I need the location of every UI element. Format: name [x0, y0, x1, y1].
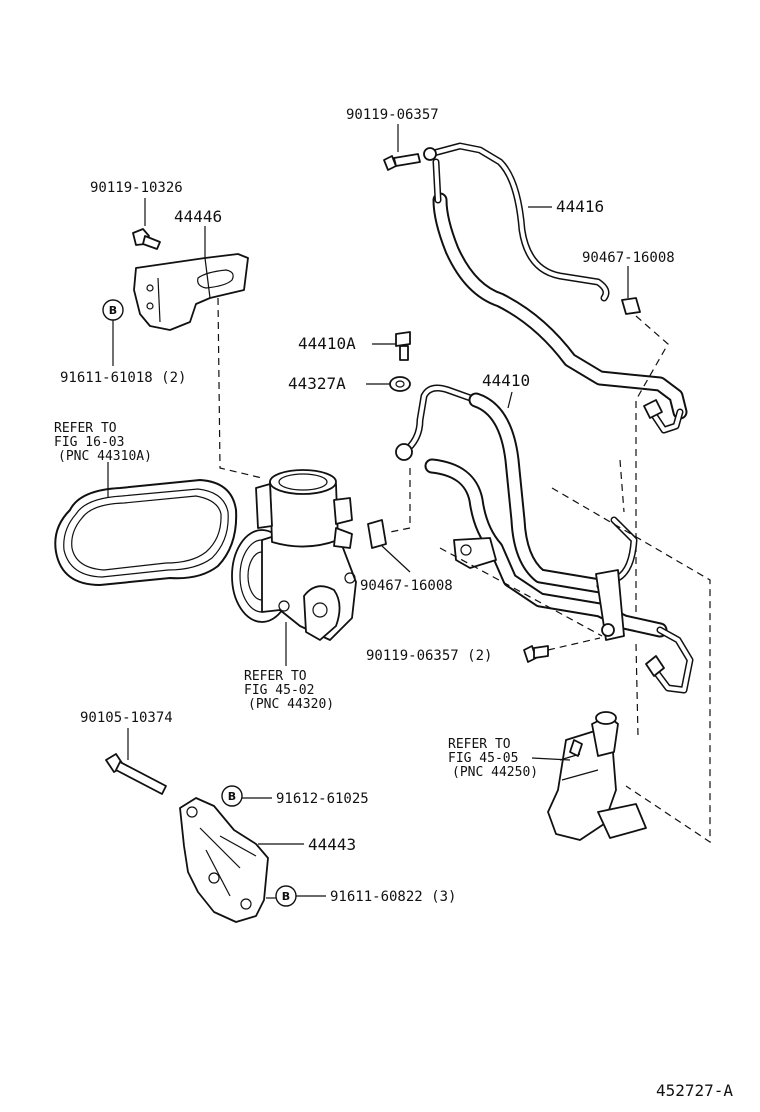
label-90119-10326: 90119-10326	[90, 180, 183, 196]
label-90119-06357-pair: 90119-06357 (2)	[366, 648, 492, 664]
marker-b-91611-60822: B	[275, 885, 297, 907]
clamp-90467-16008-upper	[621, 297, 641, 315]
label-44443: 44443	[308, 835, 356, 854]
label-refer-45-05-line3: (PNC 44250)	[452, 765, 538, 780]
bolt-90119-06357	[383, 147, 437, 171]
bolt-90119-10326	[132, 228, 161, 250]
label-91612-61025: 91612-61025	[276, 791, 369, 807]
label-90119-06357: 90119-06357	[346, 107, 439, 123]
gasket-44327a	[389, 376, 411, 392]
hose-44416	[426, 142, 688, 434]
label-refer-16-03-line3: (PNC 44310A)	[58, 449, 152, 464]
label-91611-61018: 91611-61018 (2)	[60, 370, 186, 386]
label-refer-16-03-line1: REFER TO	[54, 421, 117, 436]
label-refer-45-02-line2: FIG 45-02	[244, 683, 314, 698]
bolt-90119-06357-pair	[523, 645, 549, 663]
label-91611-60822: 91611-60822 (3)	[330, 889, 456, 905]
svg-text:B: B	[109, 304, 117, 317]
label-90105-10374: 90105-10374	[80, 710, 173, 726]
bolt-90105-10374	[105, 753, 167, 795]
label-refer-45-05-line1: REFER TO	[448, 737, 511, 752]
label-44410: 44410	[482, 371, 530, 390]
marker-b-91611-61018: B	[102, 299, 124, 321]
steering-gear	[547, 711, 647, 841]
label-refer-45-02-line1: REFER TO	[244, 669, 307, 684]
label-refer-16-03-line2: FIG 16-03	[54, 435, 124, 450]
label-44416: 44416	[556, 197, 604, 216]
power-steering-pump	[231, 469, 357, 641]
hose-44410	[395, 384, 694, 694]
label-refer-45-02-line3: (PNC 44320)	[248, 697, 334, 712]
label-90467-16008-lower: 90467-16008	[360, 578, 453, 594]
label-44327a: 44327A	[288, 374, 346, 393]
bracket-44446	[133, 253, 249, 331]
union-bolt-44410a	[395, 331, 411, 361]
label-90467-16008-upper: 90467-16008	[582, 250, 675, 266]
v-belt	[54, 478, 238, 587]
label-44410a: 44410A	[298, 334, 356, 353]
clamp-90467-16008-lower	[367, 519, 387, 549]
svg-text:B: B	[282, 890, 290, 903]
diagram-id: 452727-A	[656, 1081, 733, 1100]
label-44446: 44446	[174, 207, 222, 226]
bracket-44443	[179, 797, 269, 923]
label-refer-45-05-line2: FIG 45-05	[448, 751, 518, 766]
svg-text:B: B	[228, 790, 236, 803]
marker-b-91612-61025: B	[221, 785, 243, 807]
